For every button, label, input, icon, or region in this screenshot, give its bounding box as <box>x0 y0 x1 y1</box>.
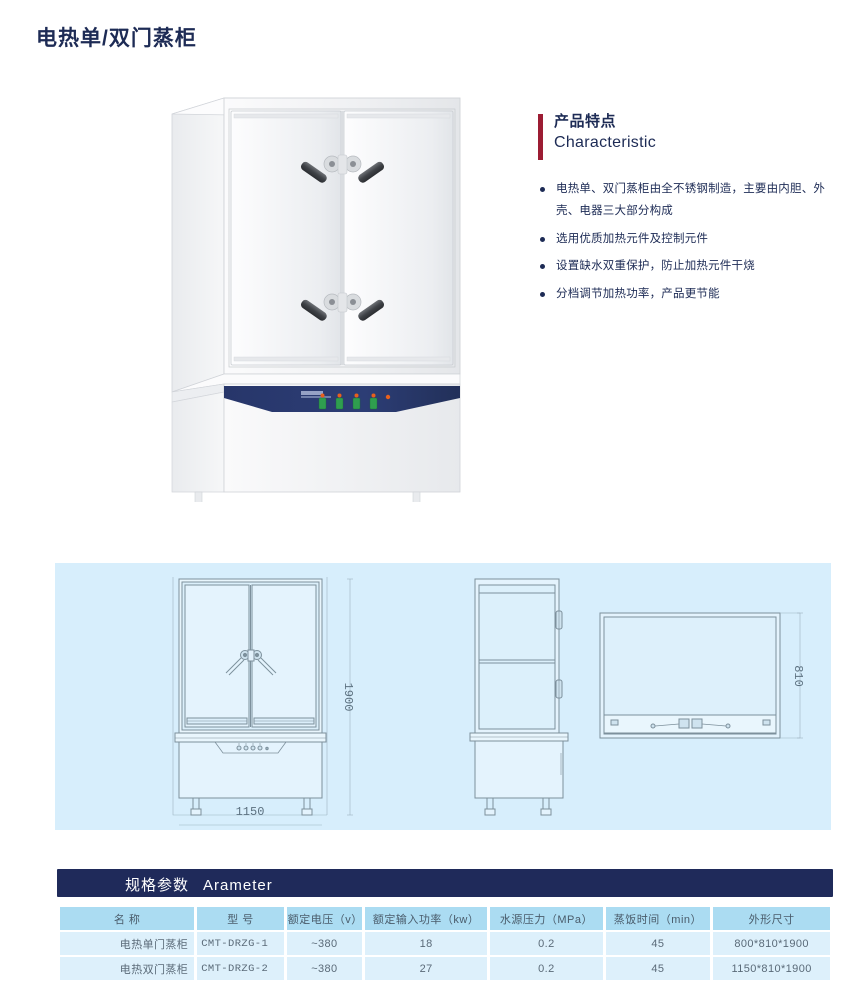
characteristics-heading: 产品特点 Characteristic <box>538 112 838 160</box>
dimension-label-depth: 810 <box>791 665 805 687</box>
col-header-pressure: 水源压力（MPa） <box>490 907 603 930</box>
cell-dimensions: 800*810*1900 <box>713 932 830 955</box>
steam-cabinet-illustration <box>171 97 461 502</box>
feature-item: 分档调节加热功率，产品更节能 <box>538 283 838 305</box>
table-header-row: 名 称 型 号 额定电压（v） 额定输入功率（kw） 水源压力（MPa） 蒸饭时… <box>60 907 830 930</box>
cell-power: 18 <box>365 932 488 955</box>
cell-voltage: ~380 <box>286 957 362 980</box>
cell-model: CMT-DRZG-2 <box>197 957 284 980</box>
front-view-controls <box>236 743 269 751</box>
cell-dimensions: 1150*810*1900 <box>713 957 830 980</box>
col-header-power: 额定输入功率（kw） <box>365 907 488 930</box>
cell-model: CMT-DRZG-1 <box>197 932 284 955</box>
feature-list: 电热单、双门蒸柜由全不锈钢制造，主要由内胆、外壳、电器三大部分构成 选用优质加热… <box>538 178 838 305</box>
table-row: 电热双门蒸柜 CMT-DRZG-2 ~380 27 0.2 45 1150*81… <box>60 957 830 980</box>
spec-heading-cn: 规格参数 <box>125 877 190 894</box>
dimension-label-height: 1900 <box>341 683 355 712</box>
characteristics-heading-en: Characteristic <box>554 134 657 152</box>
front-view-handles <box>225 649 277 676</box>
cell-voltage: ~380 <box>286 932 362 955</box>
spec-header-text: 规格参数 Arameter <box>125 874 273 895</box>
leg-right <box>412 491 421 502</box>
front-view-drawing <box>172 577 353 826</box>
feature-item: 设置缺水双重保护，防止加热元件干烧 <box>538 255 838 277</box>
leg-left <box>194 491 203 502</box>
technical-drawing-panel: 1900 1150 810 <box>55 563 831 830</box>
cell-pressure: 0.2 <box>490 932 603 955</box>
door-handle-upper <box>300 154 385 183</box>
col-header-dimensions: 外形尺寸 <box>713 907 830 930</box>
cell-power: 27 <box>365 957 488 980</box>
col-header-time: 蒸饭时间（min） <box>605 907 711 930</box>
door-handle-lower <box>300 292 385 321</box>
side-view-handles <box>555 610 563 699</box>
spec-header-bar: 规格参数 Arameter <box>57 869 833 897</box>
top-view-drawing <box>599 612 803 739</box>
characteristics-heading-cn: 产品特点 <box>554 113 617 130</box>
product-photo <box>160 92 490 502</box>
feature-item: 选用优质加热元件及控制元件 <box>538 228 838 250</box>
cell-pressure: 0.2 <box>490 957 603 980</box>
spec-table: 名 称 型 号 额定电压（v） 额定输入功率（kw） 水源压力（MPa） 蒸饭时… <box>57 905 833 982</box>
dimension-label-width: 1150 <box>236 805 265 819</box>
col-header-name: 名 称 <box>60 907 195 930</box>
technical-drawings: 1900 1150 810 <box>172 577 805 826</box>
control-panel <box>301 391 391 410</box>
cell-time: 45 <box>605 957 711 980</box>
col-header-voltage: 额定电压（v） <box>286 907 362 930</box>
cell-time: 45 <box>605 932 711 955</box>
accent-bar <box>538 114 543 160</box>
top-view-handle-hardware <box>610 718 771 729</box>
characteristics-block: 产品特点 Characteristic 电热单、双门蒸柜由全不锈钢制造，主要由内… <box>538 112 838 310</box>
cell-name: 电热单门蒸柜 <box>60 932 195 955</box>
side-view-drawing <box>469 578 569 816</box>
page-title: 电热单/双门蒸柜 <box>36 27 197 50</box>
cell-name: 电热双门蒸柜 <box>60 957 195 980</box>
spec-heading-en: Arameter <box>203 877 273 894</box>
feature-item: 电热单、双门蒸柜由全不锈钢制造，主要由内胆、外壳、电器三大部分构成 <box>538 178 838 223</box>
table-row: 电热单门蒸柜 CMT-DRZG-1 ~380 18 0.2 45 800*810… <box>60 932 830 955</box>
col-header-model: 型 号 <box>197 907 284 930</box>
